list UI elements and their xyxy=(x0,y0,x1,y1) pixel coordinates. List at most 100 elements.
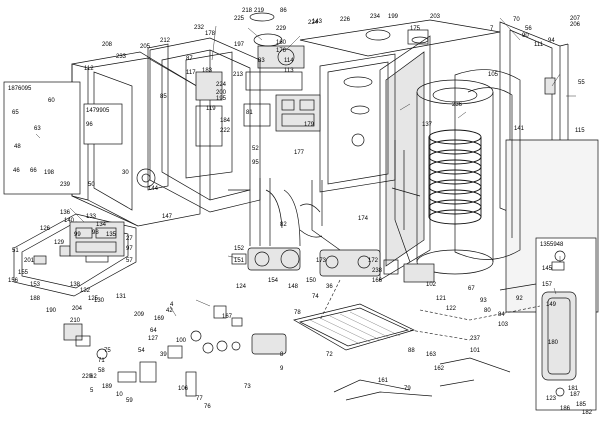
callout: 219 xyxy=(254,8,265,14)
heat-exchanger-coil xyxy=(428,129,482,225)
callout: 232 xyxy=(194,25,205,31)
callout: 207 xyxy=(570,16,581,22)
pipework xyxy=(228,140,421,263)
callout: 167 xyxy=(222,314,233,320)
callout: 100 xyxy=(176,338,187,344)
callout: 64 xyxy=(150,328,157,334)
callout: 181 xyxy=(568,386,579,392)
callout: 163 xyxy=(426,352,437,358)
callout: 141 xyxy=(514,126,525,132)
callout: 8 xyxy=(280,352,284,358)
callout: 199 xyxy=(388,14,399,20)
callout: 187 xyxy=(570,392,581,398)
callout: 9 xyxy=(280,366,284,372)
callout: 189 xyxy=(102,384,113,390)
callout: 238 xyxy=(372,268,383,274)
callout: 130 xyxy=(94,298,105,304)
reference-code-1876095: 1876095 xyxy=(8,86,32,92)
callout: 210 xyxy=(70,318,81,324)
callout: 111 xyxy=(534,42,544,48)
callout: 225 xyxy=(234,16,245,22)
callout: 148 xyxy=(288,284,299,290)
callout: 93 xyxy=(480,298,487,304)
callout: 70 xyxy=(513,17,520,23)
callout: 122 xyxy=(446,306,457,312)
callout: 156 xyxy=(8,278,19,284)
callout: 151 xyxy=(234,258,245,264)
callout: 78 xyxy=(294,310,301,316)
callout: 62 xyxy=(90,374,97,380)
callout: 117 xyxy=(186,70,196,76)
callout: 112 xyxy=(84,66,94,72)
callout: 67 xyxy=(468,286,475,292)
callout: 226 xyxy=(340,17,351,23)
callout: 218 xyxy=(242,8,253,14)
callout: 155 xyxy=(18,270,29,276)
callout: 50 xyxy=(88,182,95,188)
callout: 85 xyxy=(160,94,167,100)
callout: 157 xyxy=(542,282,553,288)
callout: 200 xyxy=(216,90,227,96)
callout: 152 xyxy=(234,246,245,252)
callout: 42 xyxy=(166,308,173,314)
callout: 149 xyxy=(546,302,557,308)
callout: 179 xyxy=(304,122,315,128)
callout: 36 xyxy=(326,284,333,290)
callout: 188 xyxy=(30,296,41,302)
callout: 74 xyxy=(312,294,319,300)
callout: 134 xyxy=(96,222,107,228)
callout: 79 xyxy=(404,386,411,392)
callout-labels: 70 7 56 111 55 90 94 105 115 236 137 141… xyxy=(8,8,593,416)
callout: 102 xyxy=(426,282,437,288)
callout: 65 xyxy=(12,110,19,116)
insulation-jacket xyxy=(379,35,431,281)
reference-code-1355948: 1355948 xyxy=(540,242,564,248)
callout: 71 xyxy=(98,358,105,364)
callout: 175 xyxy=(410,26,421,32)
callout: 58 xyxy=(98,368,105,374)
callout: 174 xyxy=(358,216,369,222)
reference-code-1479905: 1479905 xyxy=(86,108,110,114)
callout: 133 xyxy=(86,214,97,220)
callout: 143 xyxy=(312,19,323,25)
callout: 10 xyxy=(116,392,123,398)
callout: 239 xyxy=(60,182,71,188)
callout: 75 xyxy=(104,348,111,354)
callout: 161 xyxy=(378,378,389,384)
callout: 60 xyxy=(48,98,55,104)
callout: 96 xyxy=(86,122,93,128)
callout: 137 xyxy=(422,122,433,128)
expansion-vessel xyxy=(535,237,597,411)
callout: 90 xyxy=(522,33,529,39)
base-tray xyxy=(293,303,415,351)
callout: 197 xyxy=(234,42,245,48)
callout: 126 xyxy=(40,226,51,232)
callout: 224 xyxy=(308,20,319,26)
callout: 80 xyxy=(484,308,491,314)
callout: 233 xyxy=(116,54,127,60)
callout: 229 xyxy=(276,26,287,32)
callout: 66 xyxy=(30,168,37,174)
callout: 51 xyxy=(12,248,19,254)
callout: 119 xyxy=(206,106,216,112)
callout: 81 xyxy=(246,110,253,116)
callout: 114 xyxy=(284,58,294,64)
callout: 220 xyxy=(82,374,93,380)
callout: 77 xyxy=(196,396,203,402)
callout: 172 xyxy=(368,258,379,264)
callout: 144 xyxy=(148,186,159,192)
callout: 101 xyxy=(470,348,481,354)
callout: 212 xyxy=(160,38,171,44)
callout: 83 xyxy=(258,58,265,64)
gas-valve-block xyxy=(243,94,321,132)
callout: 145 xyxy=(542,266,553,272)
callout: 132 xyxy=(80,288,91,294)
callout: 124 xyxy=(236,284,247,290)
fan-assembly xyxy=(245,12,305,91)
callout: 106 xyxy=(178,386,189,392)
callout: 213 xyxy=(233,72,244,78)
callout: 178 xyxy=(205,31,216,37)
callout: 209 xyxy=(134,312,145,318)
callout: 236 xyxy=(452,102,463,108)
callout: 138 xyxy=(70,282,81,288)
